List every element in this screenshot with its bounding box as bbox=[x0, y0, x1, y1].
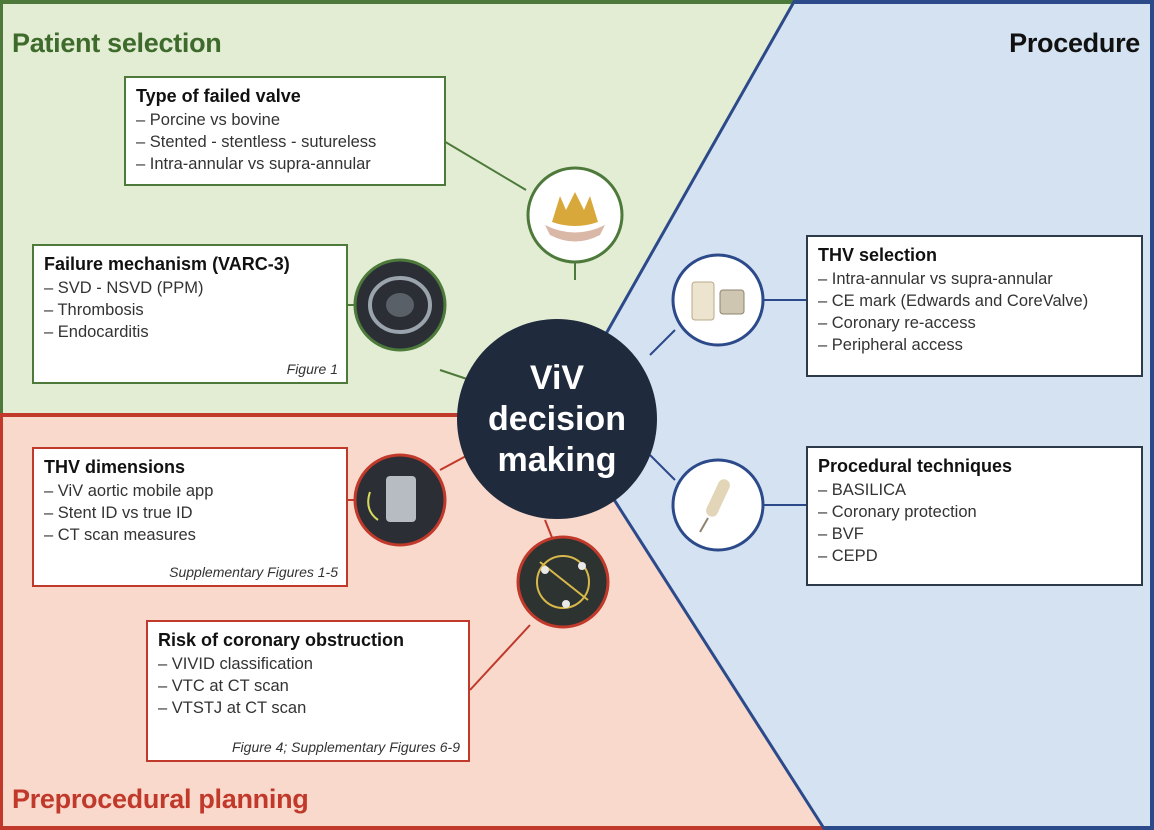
ct-reconstruction-icon bbox=[353, 453, 447, 547]
coronary-obstruction-item: VIVID classification bbox=[158, 653, 458, 675]
failed-valve-item: Intra-annular vs supra-annular bbox=[136, 153, 434, 175]
coronary-obstruction-box: Risk of coronary obstruction VIVID class… bbox=[146, 620, 470, 762]
center-line-2: decision bbox=[488, 399, 626, 438]
patient-selection-title: Patient selection bbox=[12, 28, 222, 58]
failure-mechanism-item: Thrombosis bbox=[44, 299, 336, 321]
thv-devices-icon bbox=[671, 253, 765, 347]
thv-selection-item: Peripheral access bbox=[818, 334, 1131, 356]
failure-mechanism-box: Failure mechanism (VARC-3) SVD - NSVD (P… bbox=[32, 244, 348, 384]
procedural-techniques-title: Procedural techniques bbox=[818, 456, 1013, 476]
ct-coronary-icon bbox=[516, 535, 610, 629]
echocardiogram-icon bbox=[353, 258, 447, 352]
thv-selection-item: Intra-annular vs supra-annular bbox=[818, 268, 1131, 290]
catheter-balloon-icon bbox=[671, 458, 765, 552]
coronary-obstruction-item: VTSTJ at CT scan bbox=[158, 697, 458, 719]
center-line-1: ViV bbox=[529, 358, 585, 397]
thv-dimensions-item: ViV aortic mobile app bbox=[44, 480, 336, 502]
center-line-3: making bbox=[497, 440, 617, 479]
procedural-techniques-item: BASILICA bbox=[818, 479, 1131, 501]
thv-selection-item: Coronary re-access bbox=[818, 312, 1131, 334]
procedural-techniques-item: Coronary protection bbox=[818, 501, 1131, 523]
failure-mechanism-title: Failure mechanism (VARC-3) bbox=[44, 254, 290, 274]
failed-valve-box: Type of failed valve Porcine vs bovine S… bbox=[124, 76, 446, 186]
center-circle bbox=[457, 319, 657, 519]
coronary-obstruction-figure-ref: Figure 4; Supplementary Figures 6-9 bbox=[232, 739, 460, 755]
thv-selection-item: CE mark (Edwards and CoreValve) bbox=[818, 290, 1131, 312]
preprocedural-planning-title: Preprocedural planning bbox=[12, 784, 309, 814]
procedure-title: Procedure bbox=[1009, 28, 1140, 58]
center-label: ViV decision making bbox=[457, 319, 657, 519]
thv-selection-box: THV selection Intra-annular vs supra-ann… bbox=[806, 235, 1143, 377]
thv-dimensions-box: THV dimensions ViV aortic mobile app Ste… bbox=[32, 447, 348, 587]
failure-mechanism-item: SVD - NSVD (PPM) bbox=[44, 277, 336, 299]
failure-mechanism-figure-ref: Figure 1 bbox=[286, 361, 338, 377]
bioprosthetic-valve-icon bbox=[526, 166, 624, 264]
failure-mechanism-item: Endocarditis bbox=[44, 321, 336, 343]
procedure-region bbox=[560, 0, 1154, 830]
failed-valve-item: Stented - stentless - sutureless bbox=[136, 131, 434, 153]
procedural-techniques-item: CEPD bbox=[818, 545, 1131, 567]
coronary-obstruction-item: VTC at CT scan bbox=[158, 675, 458, 697]
thv-dimensions-item: CT scan measures bbox=[44, 524, 336, 546]
procedural-techniques-box: Procedural techniques BASILICA Coronary … bbox=[806, 446, 1143, 586]
coronary-obstruction-title: Risk of coronary obstruction bbox=[158, 630, 405, 650]
procedural-techniques-item: BVF bbox=[818, 523, 1131, 545]
failed-valve-title: Type of failed valve bbox=[136, 86, 301, 106]
thv-dimensions-figure-ref: Supplementary Figures 1-5 bbox=[169, 564, 338, 580]
failed-valve-item: Porcine vs bovine bbox=[136, 109, 434, 131]
thv-dimensions-title: THV dimensions bbox=[44, 457, 186, 477]
thv-selection-title: THV selection bbox=[818, 245, 938, 265]
thv-dimensions-item: Stent ID vs true ID bbox=[44, 502, 336, 524]
